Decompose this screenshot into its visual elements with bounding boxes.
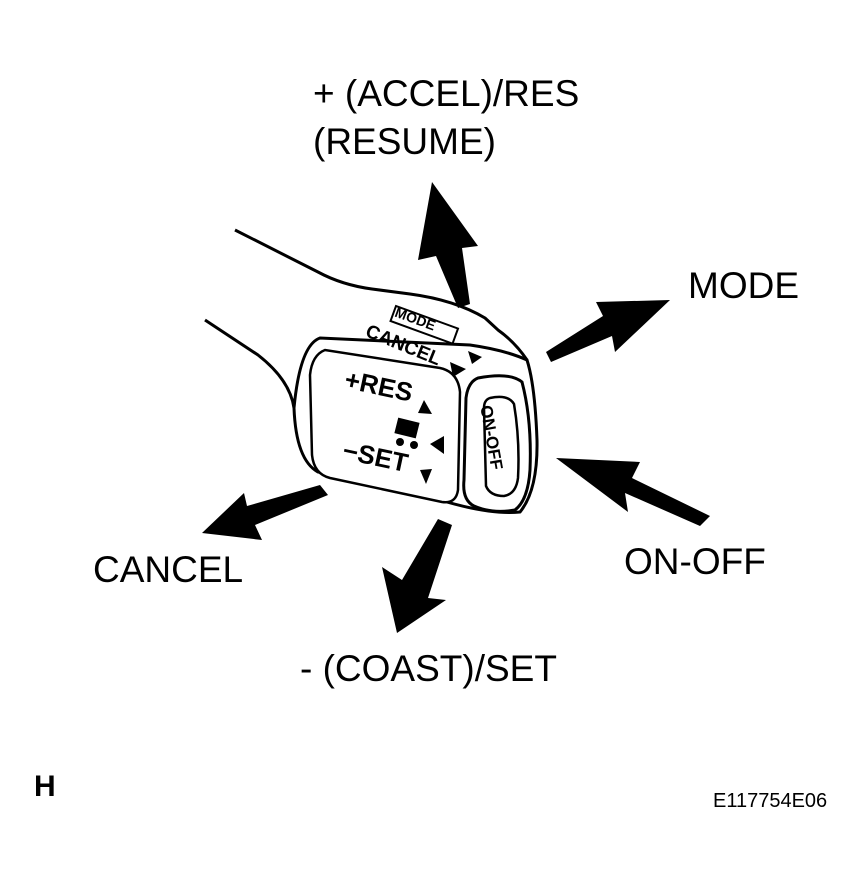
corner-letter: H (34, 770, 56, 803)
label-cancel: CANCEL (93, 549, 244, 590)
stalk-upper-edge (234, 228, 529, 361)
label-coast-set: - (COAST)/SET (300, 648, 557, 689)
arrow-cancel (202, 485, 328, 540)
arrow-accel-resume (418, 182, 478, 308)
mode-box (389, 304, 460, 345)
arrow-on-off (556, 458, 710, 526)
arrow-mode (546, 300, 670, 362)
stalk-lower-edge (204, 318, 296, 409)
res-up-triangle (418, 400, 432, 414)
figure-code: E117754E06 (713, 790, 828, 812)
set-down-triangle (420, 469, 432, 484)
label-accel-res: + (ACCEL)/RES (313, 73, 580, 114)
cruise-left-triangle (430, 436, 444, 454)
cruise-control-icon (394, 417, 420, 449)
label-on-off: ON-OFF (624, 541, 766, 582)
arrow-coast-set (382, 519, 452, 633)
switch-front-panel (308, 348, 462, 504)
cancel-triangle (450, 362, 466, 377)
label-mode: MODE (688, 265, 799, 306)
on-off-button (482, 395, 520, 498)
mode-triangle (468, 351, 482, 364)
label-resume: (RESUME) (313, 121, 496, 162)
